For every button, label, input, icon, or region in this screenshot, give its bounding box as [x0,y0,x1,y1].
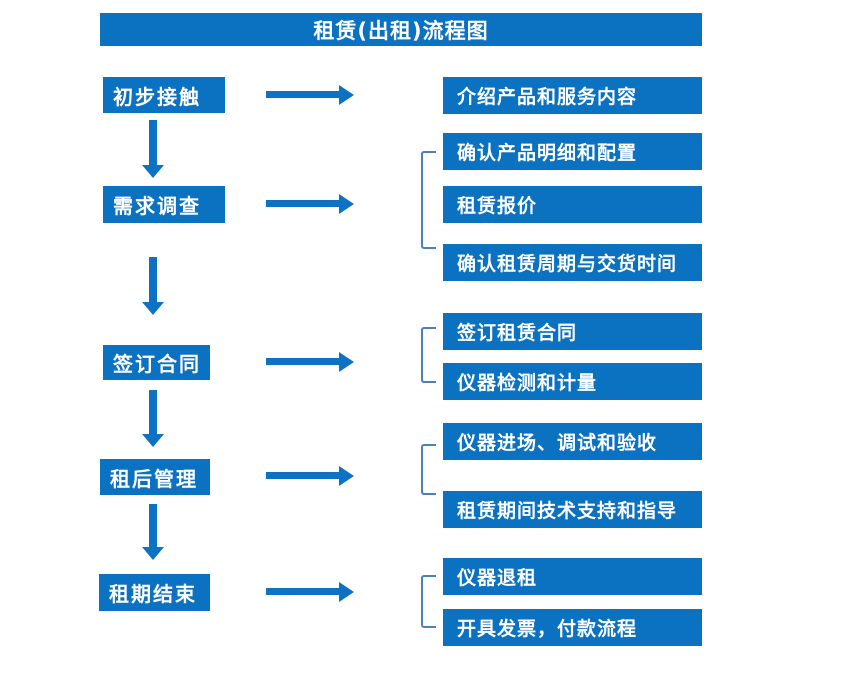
output-box-invoice-payment: 开具发票，付款流程 [443,609,702,646]
arrow-right-icon [266,194,354,214]
arrow-head [339,194,354,214]
output-box-confirm-period: 确认租赁周期与交货时间 [443,244,702,281]
arrow-right-icon [266,85,354,105]
output-box-tech-support: 租赁期间技术支持和指导 [443,491,702,528]
arrow-down-icon [142,120,164,178]
flowchart-title: 租赁(出租)流程图 [100,13,702,46]
output-box-instrument-return: 仪器退租 [443,558,702,595]
arrow-down-icon [142,257,164,315]
arrow-down-icon [142,390,164,447]
arrow-shaft [266,358,340,365]
output-box-sign-rental-contract: 签订租赁合同 [443,313,702,350]
arrow-down-icon [142,504,164,560]
stage-box-sign-contract: 签订合同 [103,345,210,380]
arrow-right-icon [266,582,354,602]
output-box-introduce-products: 介绍产品和服务内容 [443,77,702,114]
arrow-shaft [266,91,340,98]
arrow-head [339,466,354,486]
arrow-head [339,352,354,372]
arrow-right-icon [266,352,354,372]
bracket-connector [421,444,436,495]
stage-box-initial-contact: 初步接触 [103,77,225,113]
arrow-head [142,165,164,178]
output-box-instrument-setup: 仪器进场、调试和验收 [443,423,702,460]
arrow-right-icon [266,466,354,486]
arrow-shaft [149,390,157,434]
arrow-head [339,85,354,105]
arrow-head [339,582,354,602]
bracket-connector [421,327,436,383]
bracket-connector [421,151,436,249]
stage-box-lease-end: 租期结束 [99,574,210,611]
arrow-head [142,434,164,447]
arrow-shaft [149,120,157,165]
arrow-shaft [149,257,157,302]
arrow-head [142,547,164,560]
arrow-shaft [266,472,340,479]
output-box-rental-quote: 租赁报价 [443,186,702,223]
output-box-instrument-testing: 仪器检测和计量 [443,363,702,400]
arrow-shaft [149,504,157,547]
bracket-connector [421,575,436,628]
stage-box-rental-management: 租后管理 [100,459,210,495]
arrow-head [142,302,164,315]
arrow-shaft [266,588,340,595]
arrow-shaft [266,200,340,207]
output-box-confirm-details: 确认产品明细和配置 [443,133,702,170]
stage-box-demand-survey: 需求调查 [103,186,225,223]
